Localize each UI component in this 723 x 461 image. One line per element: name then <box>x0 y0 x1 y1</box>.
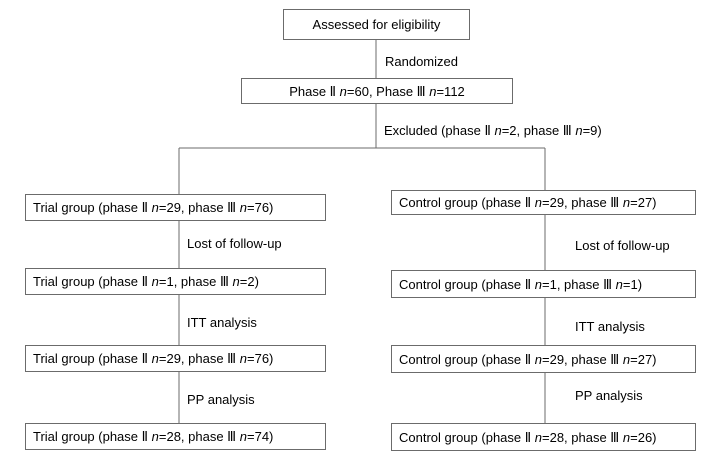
trial-label-pp: PP analysis <box>187 392 255 407</box>
randomized-box: Phase Ⅱ n=60, Phase Ⅲ n=112 <box>241 78 513 104</box>
trial-box-itt: Trial group (phase Ⅱ n=29, phase Ⅲ n=76) <box>25 345 326 372</box>
randomized-text: Phase Ⅱ n=60, Phase Ⅲ n=112 <box>289 83 465 99</box>
trial-label-itt: ITT analysis <box>187 315 257 330</box>
control-label-pp: PP analysis <box>575 388 643 403</box>
assessed-text: Assessed for eligibility <box>312 17 441 32</box>
control-box-itt: Control group (phase Ⅱ n=29, phase Ⅲ n=2… <box>391 345 696 373</box>
randomized-label: Randomized <box>385 54 458 69</box>
trial-box-randomized: Trial group (phase Ⅱ n=29, phase Ⅲ n=76) <box>25 194 326 221</box>
control-label-itt: ITT analysis <box>575 319 645 334</box>
trial-box-pp: Trial group (phase Ⅱ n=28, phase Ⅲ n=74) <box>25 423 326 450</box>
control-box-pp: Control group (phase Ⅱ n=28, phase Ⅲ n=2… <box>391 423 696 451</box>
control-label-lost: Lost of follow-up <box>575 238 670 253</box>
trial-box-lost: Trial group (phase Ⅱ n=1, phase Ⅲ n=2) <box>25 268 326 295</box>
control-box-lost: Control group (phase Ⅱ n=1, phase Ⅲ n=1) <box>391 270 696 298</box>
control-box-randomized: Control group (phase Ⅱ n=29, phase Ⅲ n=2… <box>391 190 696 215</box>
excluded-label: Excluded (phase Ⅱ n=2, phase Ⅲ n=9) <box>384 123 602 138</box>
assessed-box: Assessed for eligibility <box>283 9 470 40</box>
trial-label-lost: Lost of follow-up <box>187 236 282 251</box>
